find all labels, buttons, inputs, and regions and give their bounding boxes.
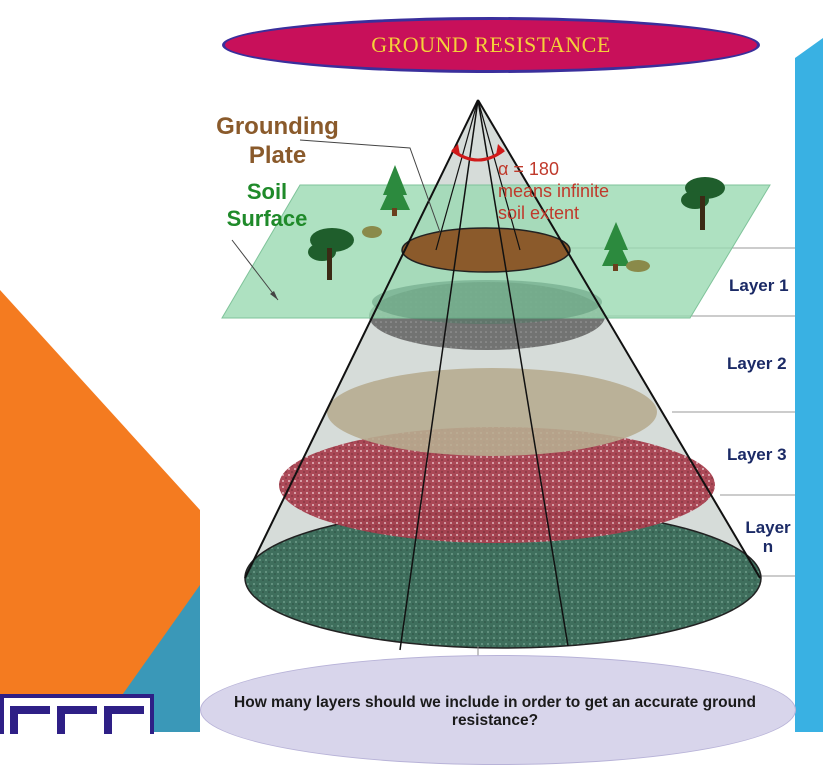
plane-cut-ellipse bbox=[372, 280, 602, 324]
tree-icon bbox=[308, 228, 354, 280]
logo bbox=[0, 694, 154, 736]
grounding-plate-label: Grounding Plate bbox=[205, 112, 350, 170]
cone-edge-right bbox=[477, 99, 761, 579]
cone-inner-line-3 bbox=[435, 99, 479, 251]
soil-surface-label: Soil Surface bbox=[212, 178, 322, 232]
tree-icon bbox=[602, 222, 630, 271]
cone-edge-left bbox=[244, 99, 479, 579]
cone-inner-line-4 bbox=[477, 99, 521, 251]
grounding-plate bbox=[401, 227, 571, 273]
alpha-angle-arc bbox=[451, 148, 505, 162]
layer-1-label: Layer 1 bbox=[729, 276, 789, 295]
alpha-arrow-right bbox=[496, 144, 504, 155]
cone-inner-line-1 bbox=[399, 99, 479, 651]
bush-icon bbox=[362, 226, 382, 238]
layer-2-label: Layer 2 bbox=[727, 354, 787, 373]
soil-leader-arrow bbox=[270, 291, 278, 300]
title-banner: GROUND RESISTANCE bbox=[222, 17, 760, 73]
grounding-plate-label-line1: Grounding bbox=[216, 113, 339, 140]
alpha-arrow-left bbox=[452, 144, 460, 155]
soil-surface-label-line2: Surface bbox=[226, 206, 308, 231]
alpha-annotation-line2: means infinite bbox=[498, 181, 610, 201]
slide-title: GROUND RESISTANCE bbox=[371, 32, 611, 57]
alpha-annotation-line3: soil extent bbox=[498, 203, 580, 223]
layer-2-disc bbox=[327, 368, 657, 456]
blue-side-bar bbox=[795, 38, 823, 732]
question-text: How many layers should we include in ord… bbox=[234, 694, 756, 729]
layer-3-disc bbox=[279, 427, 715, 543]
slide: GROUND RESISTANCE bbox=[0, 17, 823, 765]
plate-leader-line bbox=[299, 139, 441, 233]
layer-n-label-line2: n bbox=[762, 537, 774, 556]
bush-icon bbox=[626, 260, 650, 272]
logo-mark-icon bbox=[10, 706, 144, 736]
layer-n-label-line1: Layer bbox=[745, 518, 791, 537]
tree-icon bbox=[380, 165, 410, 216]
cone-inner-line-2 bbox=[477, 99, 569, 647]
orange-triangle-shape bbox=[0, 290, 200, 732]
alpha-annotation: α = 180 means infinite soil extent bbox=[498, 158, 609, 224]
soil-leader-line bbox=[231, 239, 279, 301]
tree-icon bbox=[681, 177, 725, 230]
soil-surface-label-line1: Soil bbox=[246, 179, 288, 204]
alpha-annotation-line1: α = 180 bbox=[498, 159, 559, 179]
layer-n-label: Layer n bbox=[740, 518, 796, 556]
grounding-plate-label-line2: Plate bbox=[248, 142, 307, 169]
layer-3-label: Layer 3 bbox=[727, 445, 787, 464]
cone-diagram bbox=[221, 99, 795, 664]
